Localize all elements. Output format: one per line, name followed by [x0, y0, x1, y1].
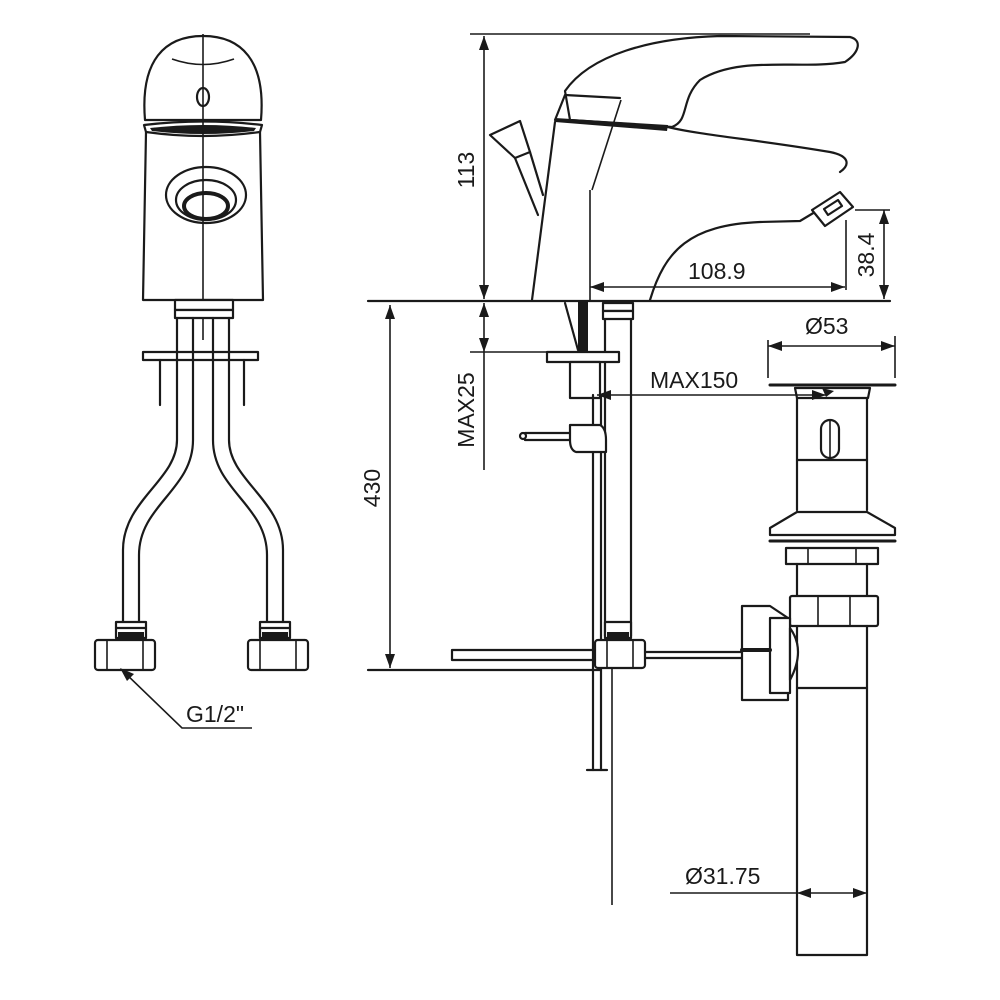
mounting-plate: [141, 350, 260, 362]
right-nut-icon: [246, 638, 310, 672]
aerator-icon: [182, 191, 230, 221]
dim-max25-label: MAX25: [453, 372, 479, 447]
dim-spout-height-label: 38.4: [853, 232, 879, 277]
aerator-side: [810, 190, 855, 228]
mounting-studs: [158, 358, 246, 407]
drain-washer: [768, 510, 897, 537]
drain-tailpipe: [795, 624, 869, 957]
hose-shank-dark: [578, 301, 588, 351]
rod-clip: [568, 423, 608, 454]
right-hose-outer: [227, 316, 285, 627]
shank-top: [173, 298, 235, 312]
drain-locknut: [784, 546, 880, 566]
popup-knob: [488, 119, 532, 160]
clip-rod: [523, 431, 572, 442]
spout-bottom: [648, 210, 817, 302]
spout-top: [666, 125, 848, 174]
dim-430-label: 430: [359, 469, 385, 507]
shank-ring: [173, 308, 235, 320]
popup-drain: Ø53: [670, 313, 897, 957]
spout-outer-ring: [164, 165, 248, 225]
dim-max150-label: MAX150: [650, 367, 738, 393]
left-hose-inner: [137, 316, 195, 627]
left-hose-outer: [121, 316, 179, 627]
dim-reach-label: 108.9: [688, 258, 746, 284]
side-hose-nut-icon: [593, 638, 647, 670]
right-hose-inner: [211, 316, 269, 627]
pivot-rod-right: [643, 650, 747, 660]
lever-handle: [563, 34, 859, 129]
body-back: [530, 120, 557, 302]
left-nut-icon: [93, 638, 157, 672]
side-fixing-nut: [568, 360, 602, 400]
dim-flange-label: Ø53: [805, 313, 848, 339]
side-view: 113 108.9 38.4 MAX25: [359, 33, 897, 957]
side-mounting-plate: [545, 350, 621, 364]
drain-body: [795, 396, 869, 512]
handle-base-shade: [555, 118, 668, 131]
pivot-rod-left: [450, 648, 597, 662]
thread-leader: [123, 671, 252, 729]
front-view: G1/2": [93, 34, 310, 729]
drain-hex-nut: [788, 594, 880, 628]
dim-113-label: 113: [453, 152, 479, 189]
dim-tailpipe-label: Ø31.75: [685, 863, 760, 889]
thread-label: G1/2": [186, 701, 244, 727]
